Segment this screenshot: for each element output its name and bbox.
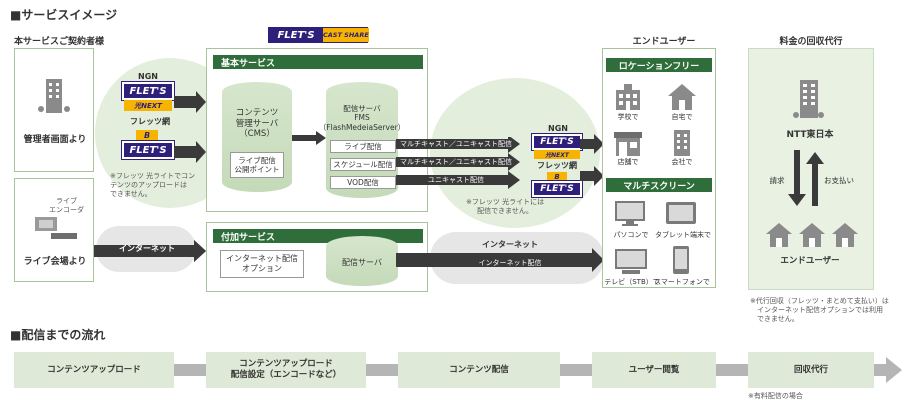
home-icon bbox=[668, 84, 696, 110]
location-free-header: ロケーションフリー bbox=[606, 58, 712, 72]
ngn-right-note: ※フレッツ 光ライトには 配信できません。 bbox=[466, 198, 545, 216]
store-icon bbox=[614, 130, 642, 156]
live-point-box: ライブ配信 公開ポイント bbox=[230, 152, 284, 178]
ngn-right-label: NGN bbox=[548, 124, 568, 133]
addon-server-cylinder bbox=[326, 236, 398, 286]
section-title-flow: ■配信までの流れ bbox=[10, 328, 106, 342]
building-icon bbox=[37, 75, 71, 115]
live-venue-panel: ライブ エンコーダ ライブ会場より bbox=[14, 178, 94, 282]
flets-b-logo-right: B FLET'S bbox=[532, 172, 582, 198]
arrow-label-1: マルチキャスト／ユニキャスト配信 bbox=[400, 140, 512, 148]
flets-next-sub-left: 光NEXT bbox=[124, 100, 172, 111]
live-venue-label: ライブ会場より bbox=[23, 257, 87, 267]
school-icon bbox=[614, 84, 642, 110]
billing-arrows bbox=[788, 150, 824, 206]
tv-label: テレビ（STB）で bbox=[604, 278, 660, 286]
arrow-label-3: ユニキャスト配信 bbox=[428, 176, 484, 184]
flow-step-collection: 回収代行 bbox=[748, 352, 874, 388]
smartphone-icon bbox=[672, 246, 690, 274]
office-label: 会社で bbox=[671, 158, 693, 166]
flets-next-text-right: FLET'S bbox=[532, 134, 582, 150]
request-label: 請求 bbox=[769, 176, 785, 185]
vod-delivery-box: VOD配信 bbox=[330, 176, 396, 189]
payment-label: お支払い bbox=[824, 176, 854, 185]
section-title-service: ■サービスイメージ bbox=[10, 8, 118, 22]
addon-server-label: 配信サーバ bbox=[342, 258, 382, 267]
fms-label: 配信サーバ FMS （FlashMedeiaServer） bbox=[318, 104, 406, 132]
flets-next-logo-left: FLET'S 光NEXT bbox=[122, 82, 174, 112]
school-label: 学校で bbox=[617, 113, 639, 121]
flets-network-left: フレッツ網 bbox=[130, 117, 170, 126]
scheduled-delivery-box: スケジュール配信 bbox=[330, 158, 396, 171]
house-icon bbox=[832, 223, 858, 247]
billing-note: ※代行回収（フレッツ・まとめて支払い）は インターネット配信オプションでは利用 … bbox=[750, 297, 889, 324]
store-label: 店舗で bbox=[617, 158, 639, 166]
home-label: 自宅で bbox=[671, 113, 693, 121]
house-icon bbox=[766, 223, 792, 247]
cms-label: コンテンツ 管理サーバ （CMS） bbox=[235, 108, 279, 140]
flets-b-text-left: FLET'S bbox=[122, 141, 174, 159]
ngn-left-arrows bbox=[174, 91, 206, 163]
internet-left-arrow-front bbox=[94, 240, 206, 262]
ngn-right-arrows bbox=[580, 134, 604, 186]
logo-sub: CAST SHARE bbox=[323, 28, 369, 42]
internet-right-arrow bbox=[396, 248, 604, 272]
end-user-houses bbox=[766, 222, 858, 248]
flets-next-logo-right: FLET'S 光NEXT bbox=[532, 134, 582, 160]
pc-label: パソコンで bbox=[613, 231, 649, 239]
end-user-header: エンドユーザー bbox=[632, 37, 696, 47]
internet-option-box: インターネット配信 オプション bbox=[220, 250, 304, 278]
internet-left-label: インターネット bbox=[119, 244, 175, 253]
flets-b-badge-right: B bbox=[547, 172, 567, 181]
billing-header: 料金の回収代行 bbox=[779, 37, 843, 47]
flow-step-delivery: コンテンツ配信 bbox=[398, 352, 560, 388]
cms-to-server-arrow bbox=[292, 131, 326, 145]
flets-next-sub-right: 光NEXT bbox=[534, 150, 580, 159]
admin-panel: 管理者画面より bbox=[14, 48, 94, 172]
tablet-icon bbox=[666, 202, 696, 224]
logo-text: FLET'S bbox=[269, 28, 323, 42]
multi-screen-header: マルチスクリーン bbox=[606, 178, 712, 192]
tablet-label: タブレット端末で bbox=[655, 231, 711, 239]
encoder-label: ライブ エンコーダ bbox=[49, 197, 84, 215]
basic-service-header: 基本サービス bbox=[213, 55, 423, 69]
arrow-label-2: マルチキャスト／ユニキャスト配信 bbox=[400, 158, 512, 166]
ntt-east-label: NTT東日本 bbox=[786, 130, 834, 140]
billing-end-user-label: エンドユーザー bbox=[780, 256, 840, 266]
ngn-left-label: NGN bbox=[138, 72, 158, 81]
flets-network-right: フレッツ網 bbox=[537, 161, 577, 170]
live-delivery-box: ライブ配信 bbox=[330, 140, 396, 153]
flow-step-settings: コンテンツアップロード 配信設定（エンコードなど） bbox=[206, 352, 366, 388]
flow-step-upload: コンテンツアップロード bbox=[14, 352, 174, 388]
customer-header: 本サービスご契約者様 bbox=[14, 37, 105, 47]
flets-b-logo-left: B FLET'S bbox=[122, 130, 174, 160]
flets-b-badge-left: B bbox=[136, 130, 158, 141]
flow-step-viewing: ユーザー閲覧 bbox=[592, 352, 716, 388]
flets-next-text-left: FLET'S bbox=[122, 82, 174, 100]
internet-delivery-label: インターネット配信 bbox=[478, 259, 542, 267]
flets-cast-share-logo: FLET'S CAST SHARE bbox=[268, 27, 369, 43]
admin-label: 管理者画面より bbox=[23, 135, 87, 145]
office-icon bbox=[668, 130, 696, 156]
flow-note: ※有料配信の場合 bbox=[748, 392, 803, 400]
end-user-box bbox=[602, 48, 716, 288]
house-icon bbox=[799, 223, 825, 247]
internet-right-label: インターネット bbox=[482, 240, 538, 249]
ngn-left-note: ※フレッツ 光ライトでコン テンツのアップロードは できません。 bbox=[110, 172, 196, 199]
encoder-icon bbox=[33, 213, 79, 243]
pc-icon bbox=[614, 200, 646, 226]
tv-icon bbox=[614, 248, 648, 274]
delivery-arrows bbox=[396, 137, 520, 189]
smartphone-label: スマートフォンで bbox=[654, 278, 710, 286]
ntt-building-icon bbox=[792, 78, 824, 120]
flets-b-text-right: FLET'S bbox=[532, 181, 582, 197]
